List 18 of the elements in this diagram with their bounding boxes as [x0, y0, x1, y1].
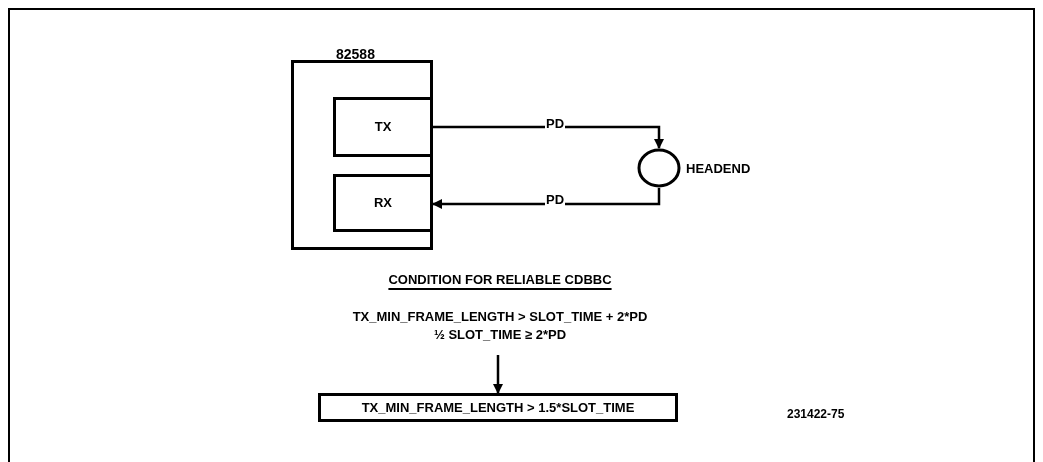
receiver-box [333, 174, 433, 232]
edge-label: PD [545, 117, 566, 130]
figure-number: 231422-75 [787, 406, 845, 423]
block-label: TX [374, 118, 392, 137]
arrow [432, 188, 661, 209]
result-box [318, 393, 678, 422]
block-label: RX [373, 194, 393, 213]
formula: ½ SLOT_TIME ≥ 2*PD [433, 325, 567, 344]
arrow [433, 125, 664, 149]
condition-heading: CONDITION FOR RELIABLE CDBBC [388, 271, 612, 289]
transmitter-box [333, 97, 433, 157]
chip-label: 82588 [336, 45, 375, 64]
edge-label: PD [545, 193, 566, 206]
headend-label: HEADEND [686, 160, 751, 178]
formula: TX_MIN_FRAME_LENGTH > SLOT_TIME + 2*PD [352, 307, 648, 326]
result-formula: TX_MIN_FRAME_LENGTH > 1.5*SLOT_TIME [361, 398, 635, 417]
headend-ellipse [637, 148, 681, 188]
arrow [493, 355, 503, 394]
